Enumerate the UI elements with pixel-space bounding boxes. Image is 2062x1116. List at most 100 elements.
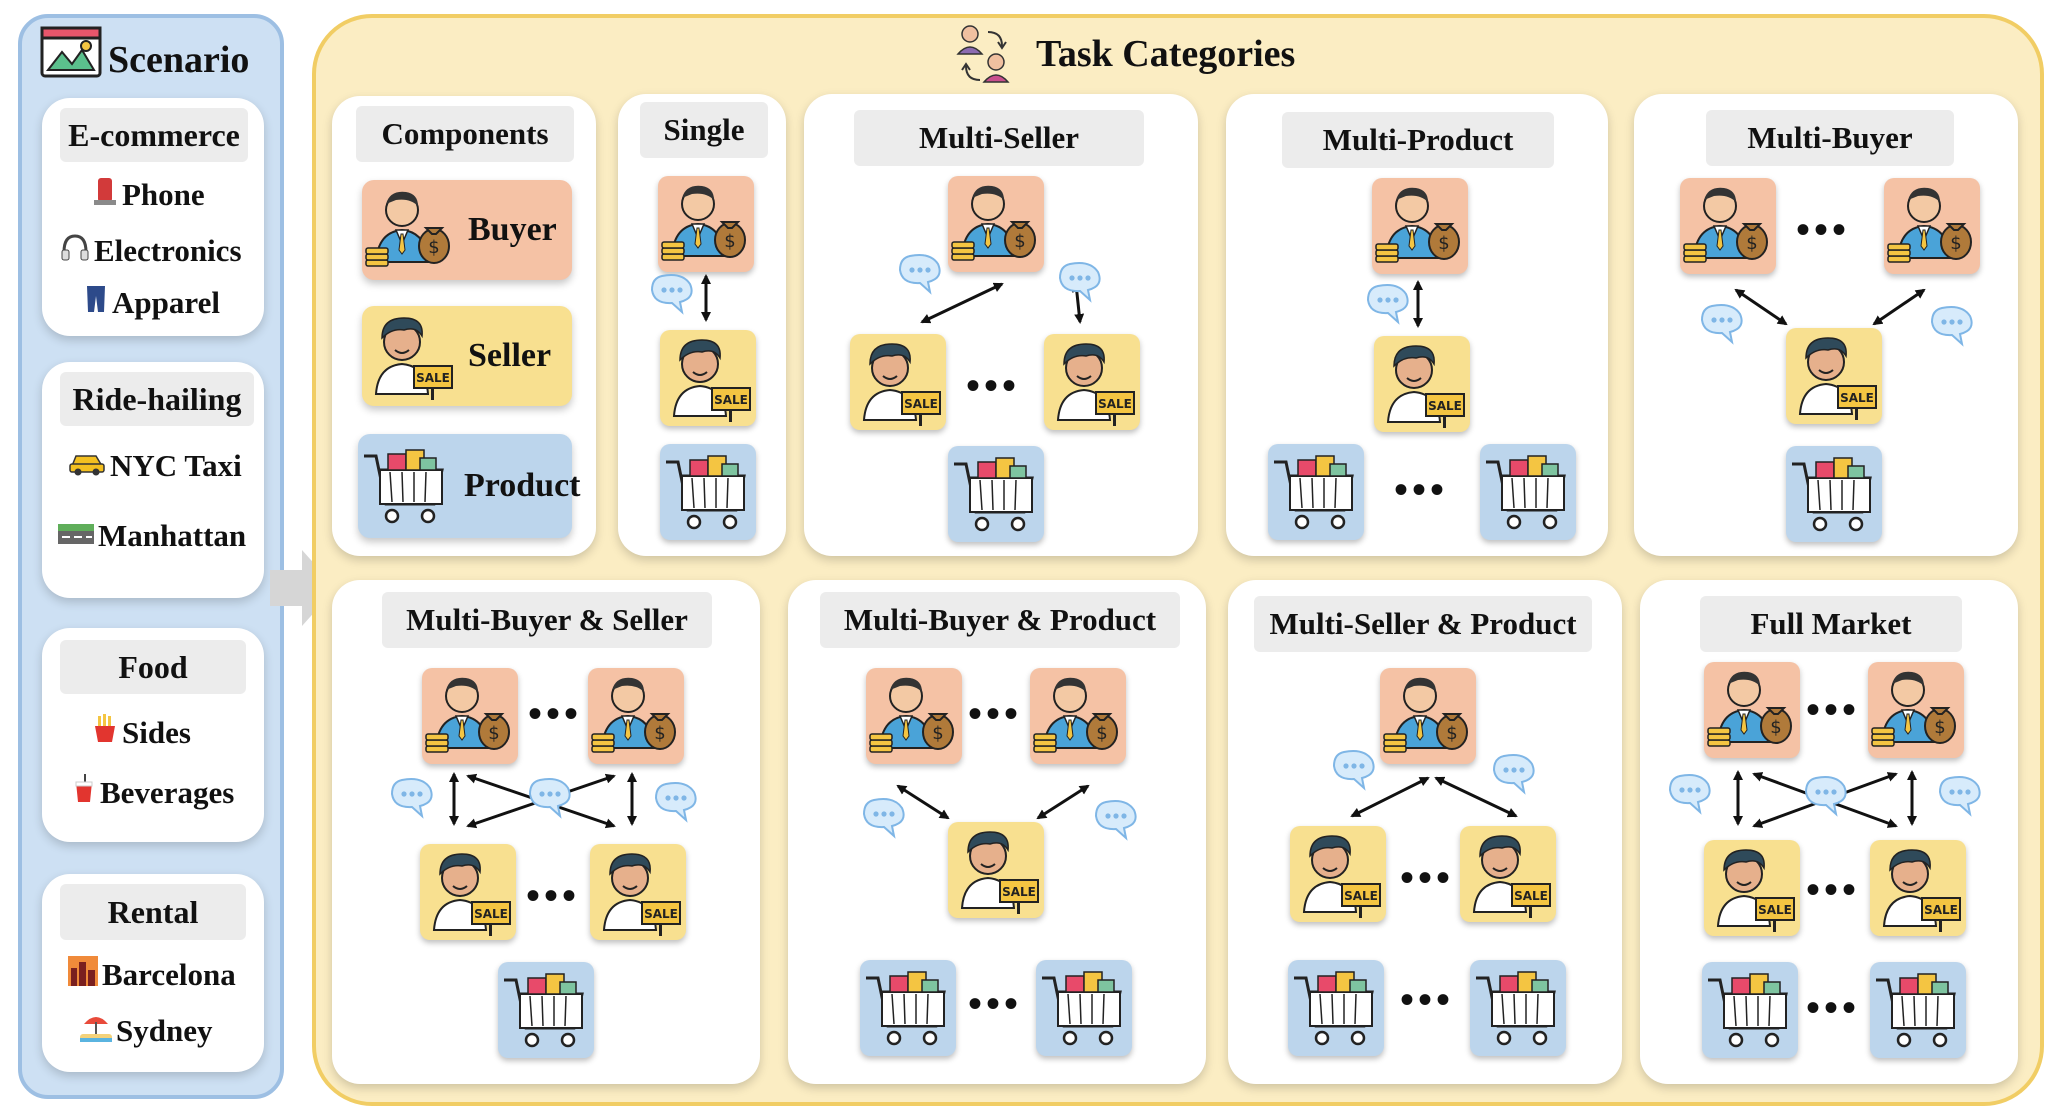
jeans-icon bbox=[84, 284, 108, 322]
category-title: Full Market bbox=[1700, 596, 1962, 652]
component-product: Product bbox=[358, 434, 580, 538]
ellipsis: ••• bbox=[526, 873, 581, 918]
svg-text:$: $ bbox=[488, 723, 499, 744]
buyer-agent-tile: $ bbox=[1030, 668, 1126, 764]
scenario-item: Sides bbox=[92, 714, 191, 752]
product-agent-tile bbox=[1470, 960, 1566, 1056]
seller-icon: SALE bbox=[1302, 835, 1381, 918]
svg-text:$: $ bbox=[1446, 723, 1457, 744]
seller-agent-tile: SALE bbox=[1290, 826, 1386, 922]
product-icon bbox=[1792, 457, 1872, 532]
product-agent-tile bbox=[1480, 444, 1576, 540]
ellipsis: ••• bbox=[968, 981, 1023, 1026]
ellipsis: ••• bbox=[1796, 207, 1851, 252]
product-agent-tile bbox=[1288, 960, 1384, 1056]
svg-text:SALE: SALE bbox=[1428, 399, 1462, 413]
seller-icon: SALE bbox=[1798, 337, 1877, 420]
seller-agent-tile: SALE bbox=[948, 822, 1044, 918]
interaction-arrow bbox=[1872, 288, 1926, 326]
interaction-arrow bbox=[1350, 776, 1430, 818]
buyer-agent-tile: $ bbox=[658, 176, 754, 272]
seller-icon: SALE bbox=[1056, 343, 1135, 426]
city-icon bbox=[68, 956, 98, 994]
ellipsis: ••• bbox=[1400, 977, 1455, 1022]
svg-text:SALE: SALE bbox=[644, 907, 678, 921]
scenario-item: Electronics bbox=[60, 232, 242, 270]
svg-text:$: $ bbox=[1770, 717, 1781, 738]
scenario-group-title: Rental bbox=[60, 884, 246, 940]
buyer-icon: $ bbox=[1887, 187, 1972, 263]
scenario-item: Sydney bbox=[80, 1012, 212, 1050]
product-agent-tile bbox=[1268, 444, 1364, 540]
fries-icon bbox=[92, 714, 118, 752]
svg-text:SALE: SALE bbox=[1840, 391, 1874, 405]
component-buyer-slot: $ bbox=[362, 182, 458, 278]
buyer-agent-tile: $ bbox=[1884, 178, 1980, 274]
seller-icon: SALE bbox=[1472, 835, 1551, 918]
product-icon bbox=[1294, 971, 1374, 1046]
headphones-icon bbox=[60, 232, 90, 270]
scenario-item: Manhattan bbox=[58, 518, 246, 554]
svg-text:$: $ bbox=[724, 231, 735, 252]
product-agent-tile bbox=[660, 444, 756, 540]
buyer-agent-tile: $ bbox=[948, 176, 1044, 272]
buyer-agent-tile: $ bbox=[1372, 178, 1468, 274]
chat-bubble-icon bbox=[1664, 772, 1714, 821]
component-seller-slot: SALE bbox=[362, 308, 458, 404]
ellipsis: ••• bbox=[1400, 855, 1455, 900]
chat-bubble-icon bbox=[1800, 774, 1850, 823]
buyer-icon: $ bbox=[591, 677, 676, 753]
beach-icon bbox=[80, 1012, 112, 1050]
chat-bubble-icon bbox=[1488, 752, 1538, 801]
buyer-icon: $ bbox=[1033, 677, 1118, 753]
svg-text:$: $ bbox=[1096, 723, 1107, 744]
category-title: Multi-Buyer & Seller bbox=[382, 592, 712, 648]
chat-bubble-icon bbox=[1328, 748, 1378, 797]
component-seller: SALE Seller bbox=[362, 306, 572, 406]
svg-text:$: $ bbox=[932, 723, 943, 744]
scenario-title: Scenario bbox=[108, 39, 250, 81]
interaction-arrow bbox=[920, 282, 1004, 324]
product-icon bbox=[1876, 973, 1956, 1048]
product-agent-tile bbox=[1702, 962, 1798, 1058]
buyer-agent-tile: $ bbox=[422, 668, 518, 764]
buyer-icon: $ bbox=[1383, 677, 1468, 753]
chat-bubble-icon bbox=[1362, 282, 1412, 331]
svg-text:$: $ bbox=[654, 723, 665, 744]
seller-icon: SALE bbox=[960, 831, 1039, 914]
product-agent-tile bbox=[498, 962, 594, 1058]
product-agent-tile bbox=[1870, 962, 1966, 1058]
buyer-agent-tile: $ bbox=[866, 668, 962, 764]
svg-text:SALE: SALE bbox=[1098, 397, 1132, 411]
seller-agent-tile: SALE bbox=[1460, 826, 1556, 922]
ellipsis: ••• bbox=[1806, 867, 1861, 912]
svg-text:SALE: SALE bbox=[1002, 885, 1036, 899]
chat-bubble-icon bbox=[1090, 798, 1140, 847]
seller-icon: SALE bbox=[672, 339, 751, 422]
product-agent-tile bbox=[860, 960, 956, 1056]
seller-agent-tile: SALE bbox=[1704, 840, 1800, 936]
chat-bubble-icon bbox=[858, 796, 908, 845]
ellipsis: ••• bbox=[1806, 687, 1861, 732]
category-title: Multi-Buyer & Product bbox=[820, 592, 1180, 648]
seller-agent-tile: SALE bbox=[1786, 328, 1882, 424]
svg-text:$: $ bbox=[1014, 231, 1025, 252]
scenario-item: Phone bbox=[92, 176, 205, 214]
product-icon bbox=[504, 973, 584, 1048]
interaction-arrow bbox=[1036, 784, 1090, 820]
buyer-icon: $ bbox=[1871, 671, 1956, 747]
chat-bubble-icon bbox=[646, 272, 696, 321]
product-icon bbox=[1476, 971, 1556, 1046]
buyer-icon: $ bbox=[951, 185, 1036, 261]
product-agent-tile bbox=[948, 446, 1044, 542]
seller-agent-tile: SALE bbox=[590, 844, 686, 940]
product-icon bbox=[954, 457, 1034, 532]
scenario-icon bbox=[40, 26, 102, 78]
svg-text:SALE: SALE bbox=[1758, 903, 1792, 917]
flow-arrow bbox=[268, 548, 338, 628]
chat-bubble-icon bbox=[894, 252, 944, 301]
chat-bubble-icon bbox=[1696, 302, 1746, 351]
category-title: Multi-Seller bbox=[854, 110, 1144, 166]
chat-bubble-icon bbox=[386, 776, 436, 825]
seller-icon: SALE bbox=[1716, 849, 1795, 932]
